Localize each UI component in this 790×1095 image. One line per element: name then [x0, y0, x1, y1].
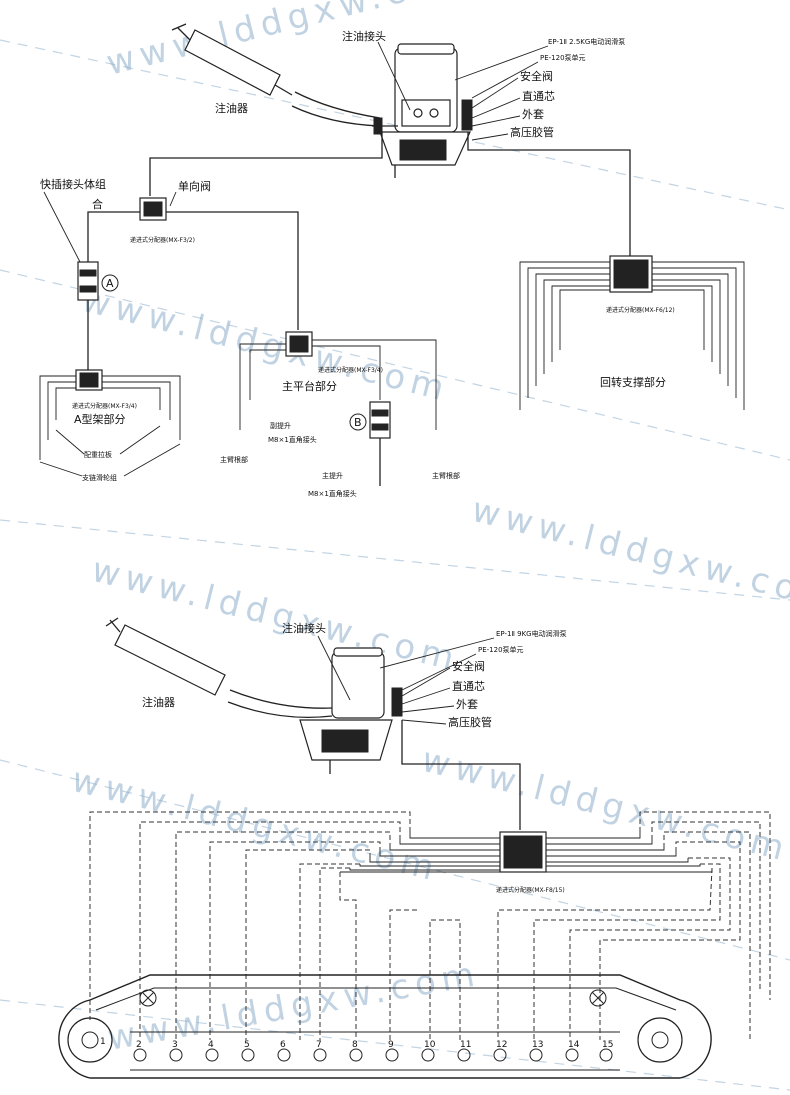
grease-gun-label-2: 注油器	[142, 695, 175, 709]
lube-point-label: 13	[532, 1040, 543, 1050]
distributor-track-icon	[499, 831, 547, 873]
distributor-a-icon	[75, 369, 103, 391]
boom-a-label: 主臂根部	[220, 455, 248, 464]
pump-icon	[372, 43, 473, 178]
pump-model-label-2: EP-1Ⅱ 9KG电动润滑泵	[496, 629, 567, 638]
quick-plug-label-2: 合	[92, 197, 103, 211]
fill-connector-label: 注油接头	[342, 29, 386, 43]
grease-gun-icon	[105, 617, 333, 718]
boom-b-label: 主臂根部	[432, 471, 460, 480]
watermark-line	[0, 519, 790, 601]
slew-pipes	[519, 261, 745, 410]
distributor-platform-icon	[285, 331, 313, 357]
watermark-text: www.lddgxw.com	[78, 280, 454, 410]
watermark-text: www.lddgxw.com	[468, 490, 790, 620]
check-valve-label: 单向阀	[178, 179, 211, 193]
lube-point-label: 11	[460, 1040, 471, 1050]
dashed-routes	[89, 811, 771, 1040]
lube-point-label: 5	[244, 1040, 250, 1050]
safety-valve-label-2: 安全阀	[452, 659, 485, 673]
quick-plug-label: 快插接头体组	[40, 177, 106, 191]
top-diagram: 注油器 注油接头 EP-1Ⅱ 2.5KG电动润滑泵 PE-120泵单元 安全阀 …	[39, 23, 745, 498]
roller-icon	[205, 1048, 219, 1062]
roller-icon	[385, 1048, 399, 1062]
distributor-slew-icon	[609, 255, 653, 293]
lift-a-label: 副提升	[270, 421, 291, 430]
grease-gun-icon	[171, 23, 381, 127]
bottom-diagram: 注油器 注油接头 EP-1Ⅱ 9KG电动润滑泵 PE-120泵单元 安全阀 直通…	[58, 617, 771, 1079]
pump-unit-label: PE-120泵单元	[540, 53, 586, 62]
chain-wheel-label: 支链滑轮组	[82, 473, 117, 482]
dist-a-label: 递进式分配器(MX-F3/4)	[72, 402, 137, 410]
marker-b	[349, 413, 367, 431]
through-core-label-2: 直通芯	[452, 679, 485, 693]
a-frame-label: A型架部分	[74, 412, 126, 426]
platform-label: 主平台部分	[282, 379, 337, 393]
roller-icon	[421, 1048, 435, 1062]
watermark-text: www.lddgxw.com	[68, 760, 444, 890]
hose-label-2: 高压胶管	[448, 715, 492, 729]
pump-icon-2	[299, 647, 403, 774]
quick-plug-b-icon	[369, 401, 391, 439]
slew-label: 回转支撑部分	[600, 375, 666, 389]
roller-icon	[493, 1048, 507, 1062]
pump-unit-label-2: PE-120泵单元	[478, 645, 524, 654]
through-core-label: 直通芯	[522, 89, 555, 103]
roller-icon	[241, 1048, 255, 1062]
distributor-main-icon	[139, 197, 167, 221]
fill-connector-label-2: 注油接头	[282, 621, 326, 635]
lube-point-label: 10	[424, 1040, 436, 1050]
roller-icon	[133, 1048, 147, 1062]
sleeve-label-2: 外套	[456, 698, 478, 711]
lube-point-label: 8	[352, 1040, 358, 1050]
roller-icon	[599, 1048, 613, 1062]
marker-a	[101, 274, 119, 292]
lube-point-label: 6	[280, 1040, 286, 1050]
lube-point-label: 14	[568, 1040, 580, 1050]
marker-a-label: A	[106, 277, 114, 290]
sleeve-label: 外套	[522, 108, 544, 121]
marker-b-label: B	[354, 416, 362, 429]
dist-slew-label: 递进式分配器(MX-F6/12)	[606, 306, 675, 314]
lift-a-spec: M8×1直角接头	[268, 435, 317, 444]
grease-gun-label: 注油器	[215, 101, 248, 115]
roller-icon	[529, 1048, 543, 1062]
lube-point-label: 12	[496, 1040, 507, 1050]
lube-point-label: 15	[602, 1040, 613, 1050]
dist-track-label: 递进式分配器(MX-F8/15)	[496, 886, 565, 894]
roller-icon	[457, 1048, 471, 1062]
lube-point-label: 7	[316, 1040, 322, 1050]
lift-b-spec: M8×1直角接头	[308, 489, 357, 498]
safety-valve-label: 安全阀	[520, 69, 553, 83]
roller-icon	[349, 1048, 363, 1062]
pump-model-label: EP-1Ⅱ 2.5KG电动润滑泵	[548, 37, 625, 46]
lube-point-label: 3	[172, 1040, 178, 1050]
watermark-line	[0, 999, 790, 1091]
quick-plug-icon	[77, 261, 99, 301]
roller-icon	[313, 1048, 327, 1062]
dist-platform-label: 递进式分配器(MX-F3/4)	[318, 366, 383, 374]
hose-label: 高压胶管	[510, 125, 554, 139]
dist-main-label: 递进式分配器(MX-F3/2)	[130, 236, 195, 244]
lube-point-label: 2	[136, 1040, 142, 1050]
support-wheel-label: 配重拉板	[84, 450, 112, 459]
crawler-track-icon	[58, 974, 712, 1079]
watermark-line	[0, 759, 790, 961]
roller-icon	[565, 1048, 579, 1062]
lube-point-label: 1	[100, 1037, 106, 1047]
watermark-text: www.lddgxw.com	[418, 740, 790, 870]
lift-b-label: 主提升	[322, 471, 343, 480]
lube-point-label: 9	[388, 1040, 394, 1050]
roller-icon	[169, 1048, 183, 1062]
track-pipes	[340, 832, 713, 873]
watermark-line	[0, 269, 790, 461]
roller-icon	[277, 1048, 291, 1062]
lube-point-label: 4	[208, 1040, 214, 1050]
